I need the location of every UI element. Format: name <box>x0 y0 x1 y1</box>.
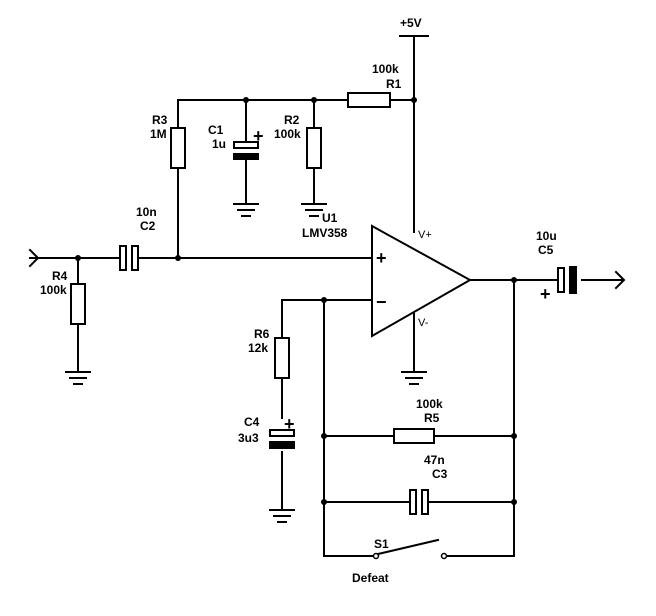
r2-ref: R2 <box>284 113 300 127</box>
junction-dot <box>321 499 327 505</box>
r4-ref: R4 <box>52 269 68 283</box>
r6-value: 12k <box>248 341 268 355</box>
junctions <box>75 97 517 505</box>
junction-dot <box>75 255 81 261</box>
r3-value: 1M <box>150 127 167 141</box>
resistor-r4 <box>70 283 86 325</box>
supply-label: +5V <box>400 16 422 30</box>
r6-ref: R6 <box>254 327 270 341</box>
s1-ref: S1 <box>374 537 389 551</box>
c3-value: 47n <box>424 453 445 467</box>
c5-plus: + <box>540 284 551 304</box>
u1-part: LMV358 <box>302 226 348 240</box>
r4-value: 100k <box>40 283 67 297</box>
c5-value: 10u <box>536 229 557 243</box>
c2-ref: C2 <box>140 219 156 233</box>
resistor-r3 <box>170 127 186 169</box>
junction-dot <box>511 499 517 505</box>
junction-dot <box>511 277 517 283</box>
r5-ref: R5 <box>424 411 440 425</box>
c4-plus: + <box>284 414 295 434</box>
junction-dot <box>321 433 327 439</box>
c4-value: 3u3 <box>238 431 259 445</box>
ground-r4 <box>65 367 91 385</box>
r3-ref: R3 <box>152 113 168 127</box>
output-arrow-icon <box>614 270 626 290</box>
ground-c1 <box>233 199 259 217</box>
wires <box>29 35 623 557</box>
opamp-minus-pin: − <box>376 292 387 312</box>
r1-value: 100k <box>372 62 399 76</box>
s1-label: Defeat <box>352 571 389 585</box>
r1-ref: R1 <box>386 77 402 91</box>
vplus-pin-label: V+ <box>418 229 432 241</box>
capacitor-c3 <box>409 489 429 515</box>
c4-ref: C4 <box>244 415 260 429</box>
junction-dot <box>311 97 317 103</box>
junction-dot <box>243 97 249 103</box>
resistor-r5 <box>393 428 435 444</box>
c1-value: 1u <box>212 137 226 151</box>
capacitor-c5 <box>557 266 577 294</box>
switch-s1 <box>372 538 448 560</box>
input-arrow-icon <box>28 248 40 268</box>
capacitor-c1 <box>233 141 259 160</box>
junction-dot <box>411 97 417 103</box>
opamp-u1-triangle <box>371 224 473 338</box>
c5-ref: C5 <box>538 243 554 257</box>
feedback-left-wire <box>323 299 375 557</box>
resistor-r1 <box>347 92 391 108</box>
resistor-r6 <box>274 337 290 379</box>
resistor-r2 <box>306 127 322 169</box>
feedback-right-wire <box>445 279 515 557</box>
c2-value: 10n <box>136 205 157 219</box>
ground-c4 <box>269 505 295 523</box>
capacitor-c4 <box>269 429 295 449</box>
capacitor-c2 <box>119 245 139 271</box>
c1-ref: C1 <box>208 123 224 137</box>
ground-opamp <box>401 367 427 385</box>
junction-dot <box>511 433 517 439</box>
r2-value: 100k <box>274 127 301 141</box>
r5-value: 100k <box>416 397 443 411</box>
c3-ref: C3 <box>432 467 448 481</box>
junction-dot <box>175 255 181 261</box>
c1-plus: + <box>253 126 264 146</box>
u1-ref: U1 <box>322 211 338 225</box>
junction-dot <box>321 297 327 303</box>
ground-r2 <box>301 199 327 217</box>
vminus-pin-label: V- <box>418 317 429 329</box>
opamp-plus-pin: + <box>376 248 387 268</box>
